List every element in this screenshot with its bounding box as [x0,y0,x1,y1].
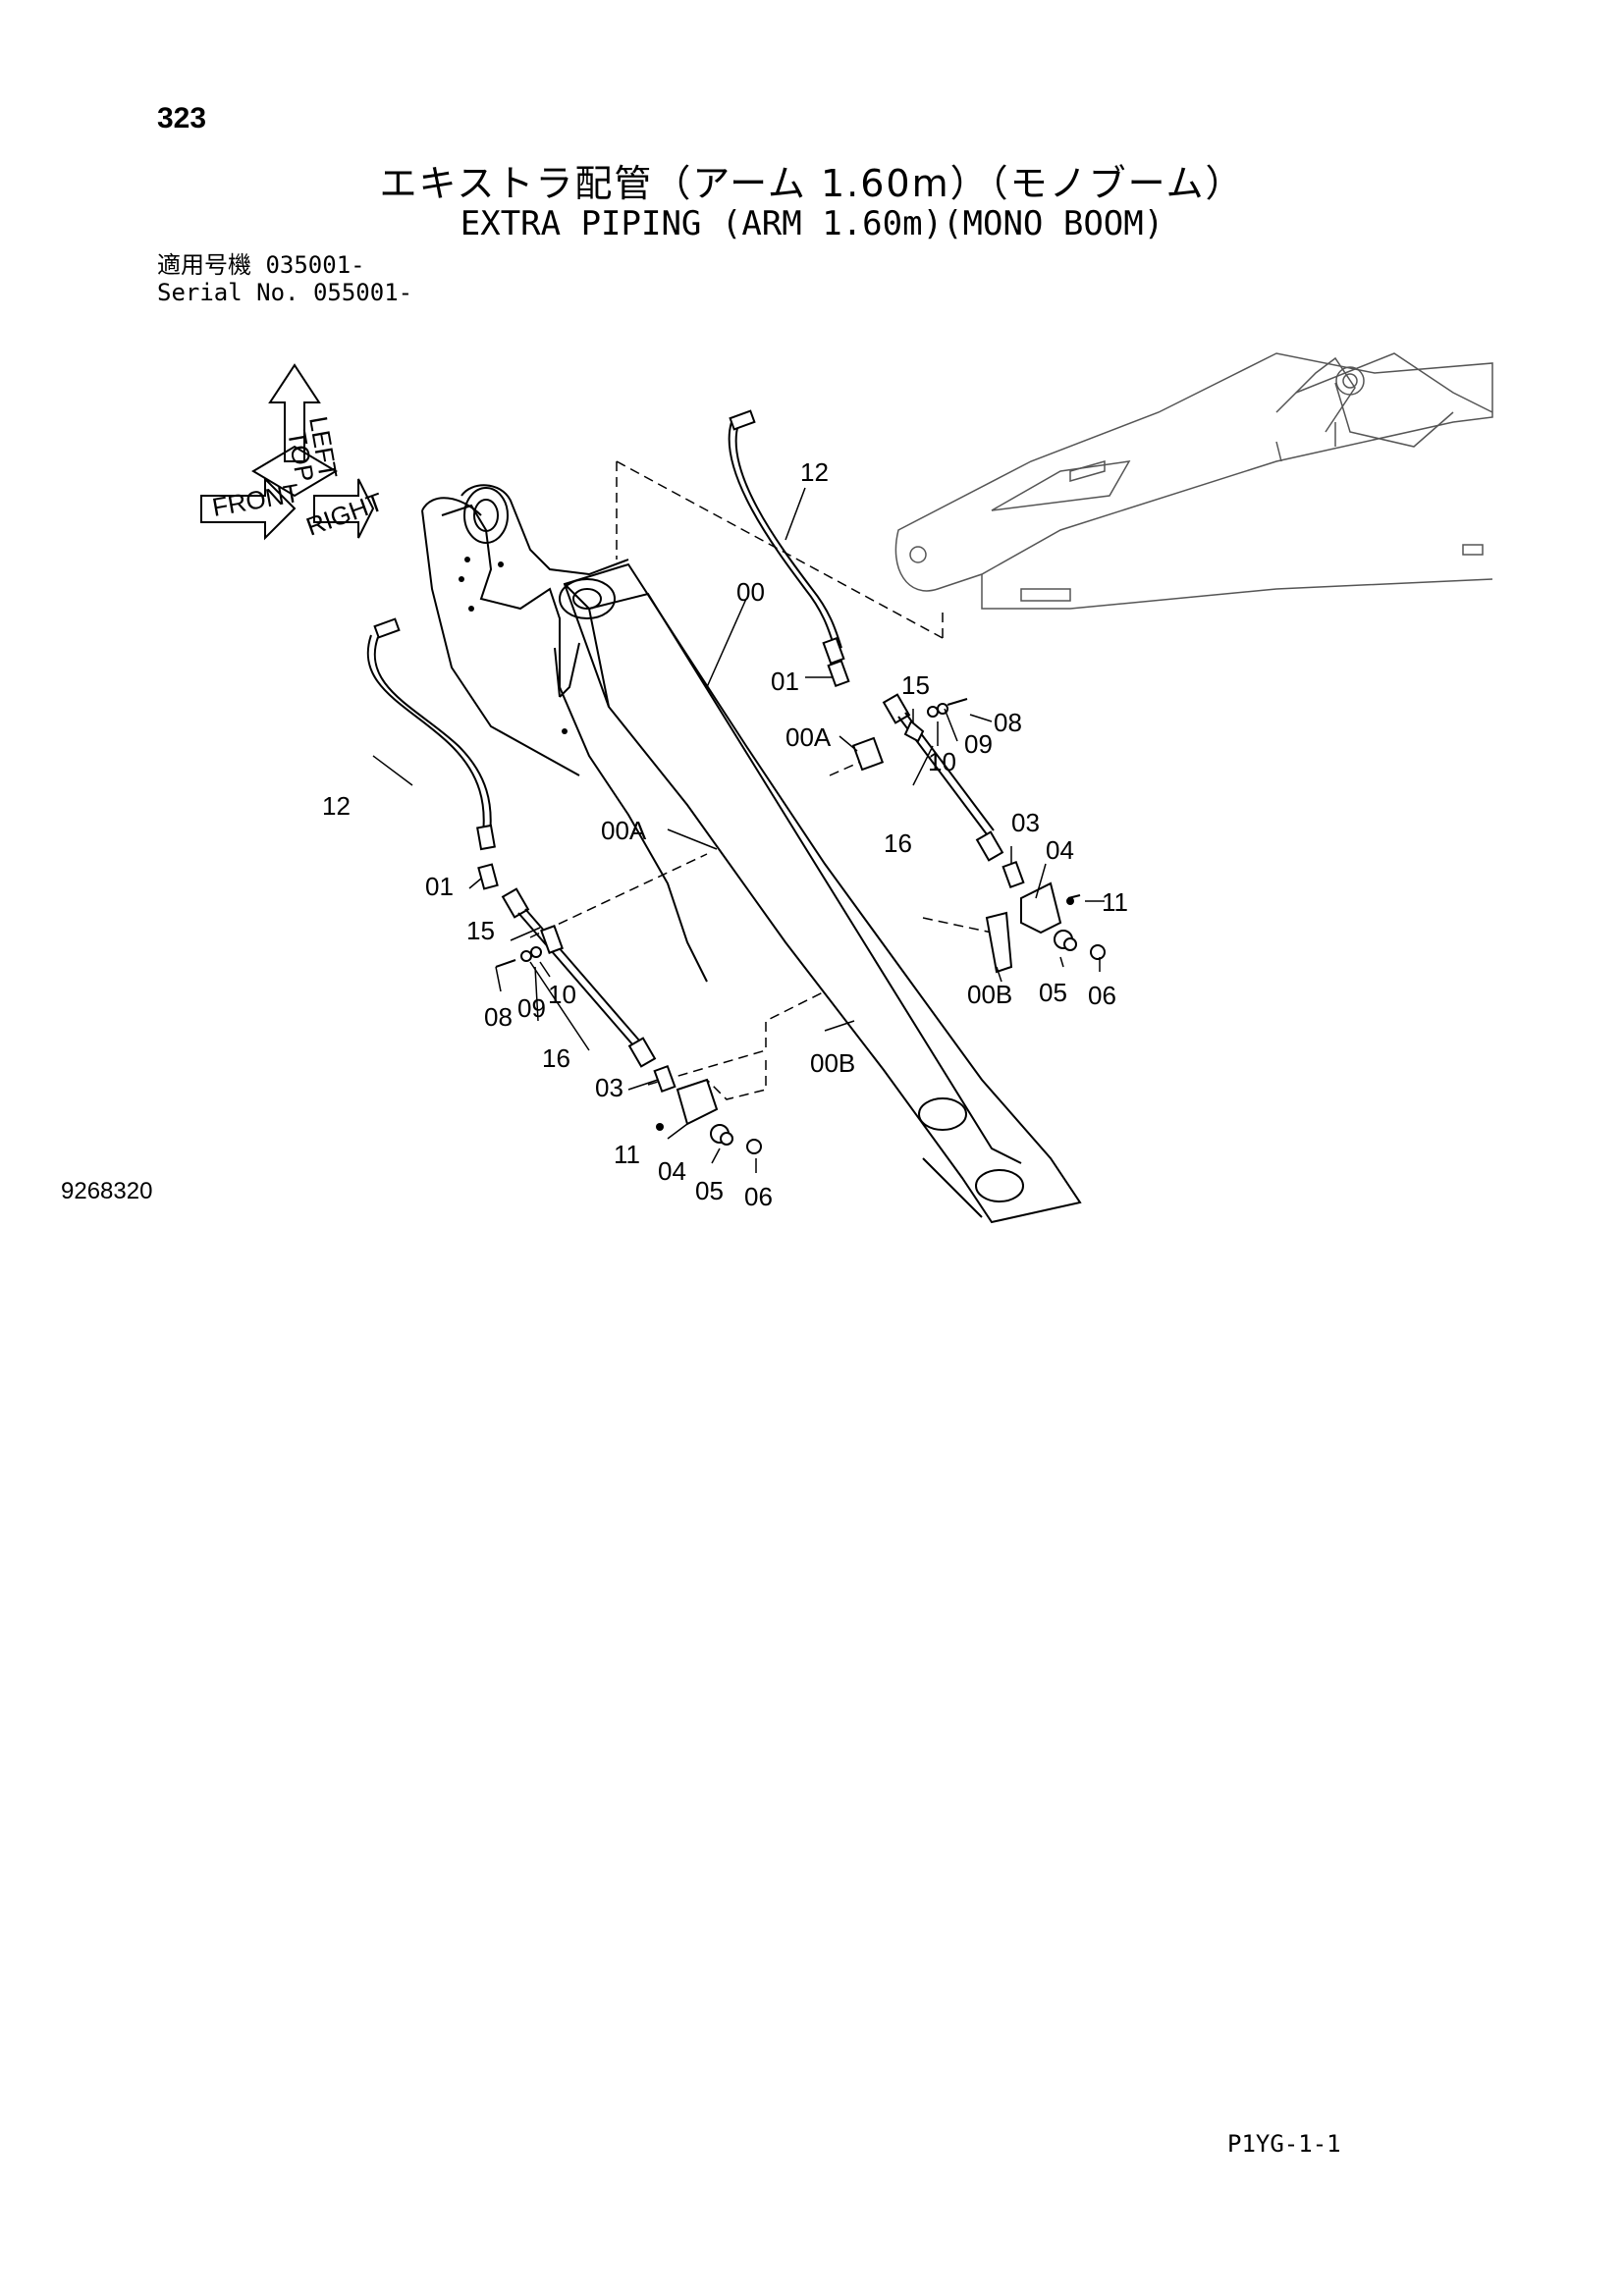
callout-00A-upper: 00A [785,722,832,752]
serial-range-english: Serial No. 055001- [157,279,412,306]
callout-05-upper: 05 [1039,978,1067,1007]
callout-06-lower: 06 [744,1182,773,1211]
serial-en-label: Serial No. [157,279,299,306]
page-title-english: EXTRA PIPING (ARM 1.60m)(MONO BOOM) [460,204,1164,243]
callout-03-upper: 03 [1011,808,1040,837]
drawing-number: 9268320 [61,1178,153,1204]
callout-15-lower: 15 [466,916,495,945]
callout-00B-lower: 00B [810,1048,855,1078]
callout-08-lower: 08 [484,1002,513,1032]
callout-15-upper: 15 [901,670,930,700]
hose-12-left [366,617,496,851]
sheet-code: P1YG-1-1 [1227,2130,1341,2158]
callout-00A-lower: 00A [601,816,647,845]
callout-11-upper: 11 [1102,887,1128,917]
callout-16-lower: 16 [542,1043,570,1073]
callout-06-upper: 06 [1088,981,1116,1010]
arm-body [421,484,1082,1224]
leader-dashed-lines [529,460,1002,1100]
page-number: 323 [157,102,207,134]
serial-range-japanese: 適用号機 035001- [157,251,365,279]
upper-piping-assembly [827,659,1106,974]
serial-jp-value: 035001- [265,251,365,279]
callout-01-lower: 01 [425,872,454,901]
callout-numbers: 12 00 01 15 08 09 10 00A 16 03 04 11 00B… [322,457,1128,1211]
serial-jp-label: 適用号機 [157,251,251,279]
callout-10-lower: 10 [548,980,576,1009]
hose-12-upper [728,409,845,666]
callout-08-upper: 08 [994,708,1022,737]
callout-16-upper: 16 [884,828,912,858]
boom-outline [894,352,1493,610]
callout-09-upper: 09 [964,729,993,759]
callout-11-lower: 11 [614,1140,640,1169]
callout-09-lower: 09 [517,993,546,1023]
serial-en-value: 055001- [312,279,413,306]
page-title-japanese: エキストラ配管（アーム 1.60m）（モノブーム） [379,162,1245,205]
lower-piping-assembly [477,863,762,1154]
callout-12-left: 12 [322,791,351,821]
callout-00B-upper: 00B [967,980,1012,1009]
callout-10-upper: 10 [928,747,956,776]
callout-12-upper: 12 [800,457,829,487]
callout-03-lower: 03 [595,1073,623,1102]
callout-04-lower: 04 [658,1156,686,1186]
callout-leaders [372,487,1105,1173]
orientation-indicator: FRONT TOP LEFT RIGHT [200,363,387,542]
callout-04-upper: 04 [1046,835,1074,865]
callout-05-lower: 05 [695,1176,724,1205]
callout-00: 00 [736,577,765,607]
callout-01-upper: 01 [771,667,799,696]
